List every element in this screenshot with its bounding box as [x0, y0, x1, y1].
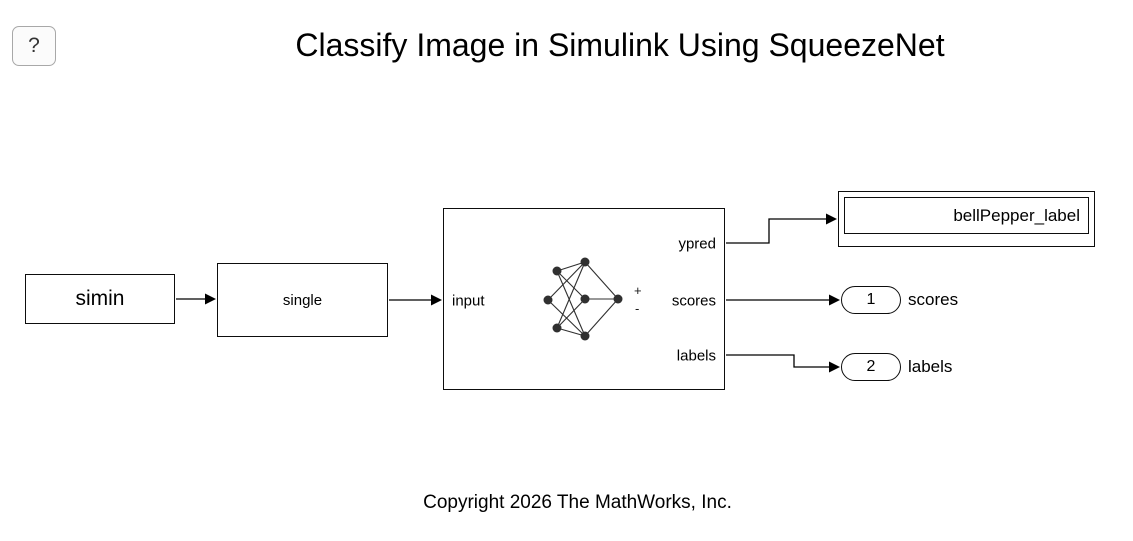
predict-scores-port-label: scores — [671, 292, 716, 310]
simin-block[interactable]: simin — [25, 274, 175, 324]
simin-label: simin — [75, 287, 125, 310]
minus-sign: - — [635, 301, 639, 316]
signal-single-to-predict[interactable] — [389, 294, 442, 306]
display-value: bellPepper_label — [844, 197, 1089, 234]
signal-labels-to-outport[interactable] — [726, 354, 840, 373]
arrowhead-icon[interactable] — [826, 213, 837, 225]
outport-labels-number: 2 — [866, 358, 876, 375]
arrowhead-icon[interactable] — [205, 293, 216, 305]
help-button[interactable]: ? — [12, 26, 56, 66]
outport-labels-block[interactable]: 2 — [841, 353, 901, 381]
arrowhead-icon[interactable] — [829, 294, 840, 306]
signal-scores-to-outport[interactable] — [726, 294, 840, 306]
plus-sign: + — [634, 283, 642, 298]
signal-ypred-to-display[interactable] — [726, 213, 837, 244]
network-edges — [547, 261, 619, 337]
predict-labels-port-label: labels — [676, 347, 716, 365]
data-type-conversion-block[interactable]: single — [217, 263, 388, 337]
signal-simin-to-single[interactable] — [176, 293, 216, 305]
outport-scores-number: 1 — [866, 291, 876, 308]
single-label: single — [282, 291, 323, 309]
display-block[interactable]: bellPepper_label — [838, 191, 1095, 247]
network-nodes — [543, 257, 623, 341]
wire-segment[interactable] — [726, 218, 827, 244]
arrowhead-icon[interactable] — [829, 361, 840, 373]
predict-input-port-label: input — [452, 292, 485, 310]
model-title: Classify Image in Simulink Using Squeeze… — [295, 27, 945, 63]
predict-block[interactable]: input ypred scores labels — [443, 208, 725, 390]
wire-segment[interactable] — [726, 354, 830, 368]
arrowhead-icon[interactable] — [431, 294, 442, 306]
network-icon: + - — [543, 257, 642, 341]
outport-scores-block[interactable]: 1 — [841, 286, 901, 314]
outport-labels-label: labels — [908, 357, 953, 376]
predict-ypred-port-label: ypred — [678, 235, 716, 253]
outport-scores-label: scores — [908, 290, 959, 309]
copyright-annotation: Copyright 2026 The MathWorks, Inc. — [423, 492, 732, 513]
